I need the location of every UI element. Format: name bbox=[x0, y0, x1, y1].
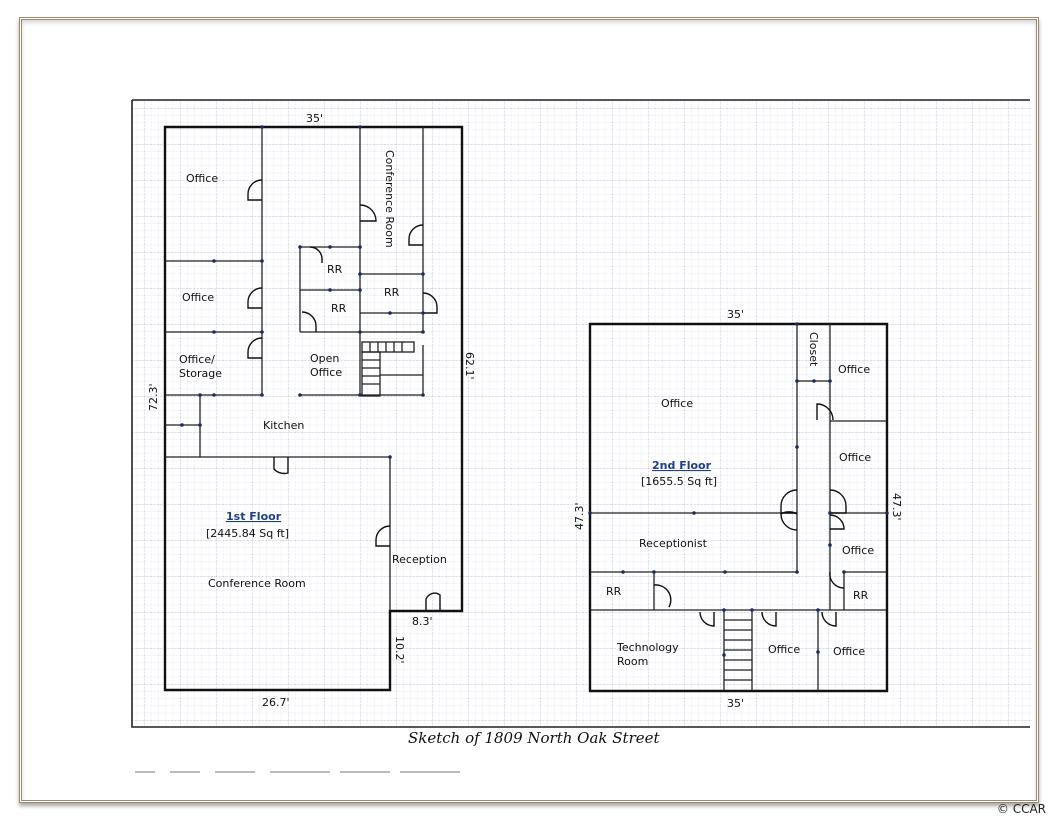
second-floor-area: [1655.5 Sq ft] bbox=[641, 475, 717, 488]
second-floor-title: 2nd Floor bbox=[652, 459, 712, 472]
room-label: Storage bbox=[179, 367, 222, 380]
first-floor-plan: 35' 72.3' 62.1' 26.7' 8.3' 10.2' Office … bbox=[147, 112, 476, 709]
dim-left: 47.3' bbox=[573, 502, 586, 530]
copyright-notice: © CCAR bbox=[996, 802, 1046, 816]
room-label: Office bbox=[310, 366, 342, 379]
room-label: Closet bbox=[807, 332, 820, 367]
dim-top: 35' bbox=[727, 308, 744, 321]
grid-paper bbox=[131, 99, 1032, 728]
room-label: Office bbox=[661, 397, 693, 410]
first-floor-area: [2445.84 Sq ft] bbox=[206, 527, 289, 540]
room-label: RR bbox=[327, 263, 343, 276]
dim-reception: 8.3' bbox=[412, 615, 433, 628]
dim-step: 10.2' bbox=[393, 636, 406, 664]
dim-top: 35' bbox=[306, 112, 323, 125]
door-icons bbox=[653, 403, 847, 627]
room-label: Office bbox=[768, 643, 800, 656]
stairs-icon bbox=[361, 341, 415, 397]
room-label: Office bbox=[839, 451, 871, 464]
room-label: Office bbox=[838, 363, 870, 376]
room-label: Office bbox=[833, 645, 865, 658]
room-label: RR bbox=[606, 585, 622, 598]
room-label: Reception bbox=[392, 553, 447, 566]
room-label: Conference Room bbox=[208, 577, 306, 590]
stairs-icon bbox=[724, 619, 752, 681]
dim-bottom: 26.7' bbox=[262, 696, 290, 709]
door-icons bbox=[247, 179, 441, 611]
room-label: Open bbox=[310, 352, 339, 365]
room-label: Office/ bbox=[179, 353, 215, 366]
first-floor-title: 1st Floor bbox=[226, 510, 282, 523]
dim-right: 47.3' bbox=[890, 493, 903, 521]
room-label: Kitchen bbox=[263, 419, 304, 432]
room-label: Office bbox=[842, 544, 874, 557]
room-label: Receptionist bbox=[639, 537, 708, 550]
dim-right: 62.1' bbox=[463, 352, 476, 380]
dim-left: 72.3' bbox=[147, 383, 160, 411]
room-label: Conference Room bbox=[383, 150, 396, 248]
room-label: Office bbox=[186, 172, 218, 185]
dim-bottom: 35' bbox=[727, 697, 744, 710]
sketch-caption: Sketch of 1809 North Oak Street bbox=[408, 729, 661, 747]
room-label: Office bbox=[182, 291, 214, 304]
room-label: RR bbox=[331, 302, 347, 315]
room-label: Room bbox=[617, 655, 648, 668]
second-floor-plan: 35' 35' 47.3' 47.3' Office Closet Office… bbox=[573, 308, 903, 710]
room-label: Technology bbox=[616, 641, 679, 654]
room-label: RR bbox=[384, 286, 400, 299]
room-label: RR bbox=[853, 589, 869, 602]
